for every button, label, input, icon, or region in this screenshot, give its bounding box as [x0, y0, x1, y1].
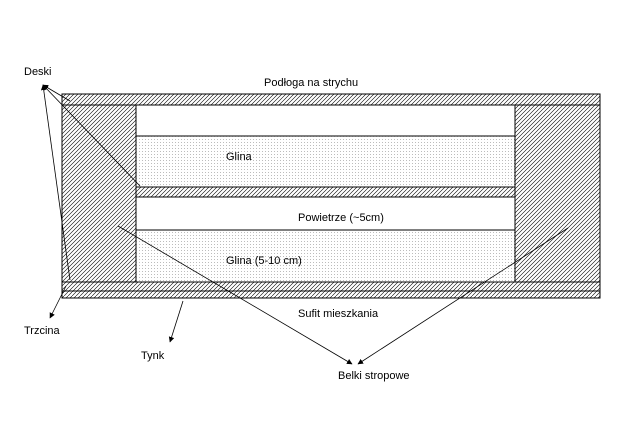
upper-clay-layer — [135, 135, 516, 188]
label-reed: Trzcina — [24, 325, 60, 337]
lower-clay-layer — [135, 229, 516, 283]
label-ceiling-beams: Belki stropowe — [338, 370, 410, 382]
belki-leader-lines — [117, 225, 569, 365]
label-deski: Deski — [24, 66, 52, 78]
label-attic-floor: Podłoga na strychu — [264, 77, 359, 89]
plaster-layer — [61, 290, 601, 299]
right-ceiling-beam — [514, 104, 601, 283]
deski-leader-lines — [40, 84, 141, 281]
middle-boards — [135, 186, 516, 198]
label-apartment-ceiling: Sufit mieszkania — [298, 308, 379, 320]
upper-gap — [135, 104, 516, 137]
trzcina-leader-line — [49, 285, 67, 319]
label-plaster: Tynk — [141, 350, 165, 362]
label-clay-top: Glina — [226, 151, 252, 163]
left-ceiling-beam — [61, 104, 137, 283]
label-air: Powietrze (~5cm) — [298, 212, 384, 224]
attic-floor-boards — [61, 93, 601, 106]
label-clay-bottom: Glina (5-10 cm) — [226, 255, 302, 267]
air-layer — [135, 196, 516, 231]
tynk-leader-line — [168, 300, 184, 343]
reed-layer — [61, 281, 601, 292]
